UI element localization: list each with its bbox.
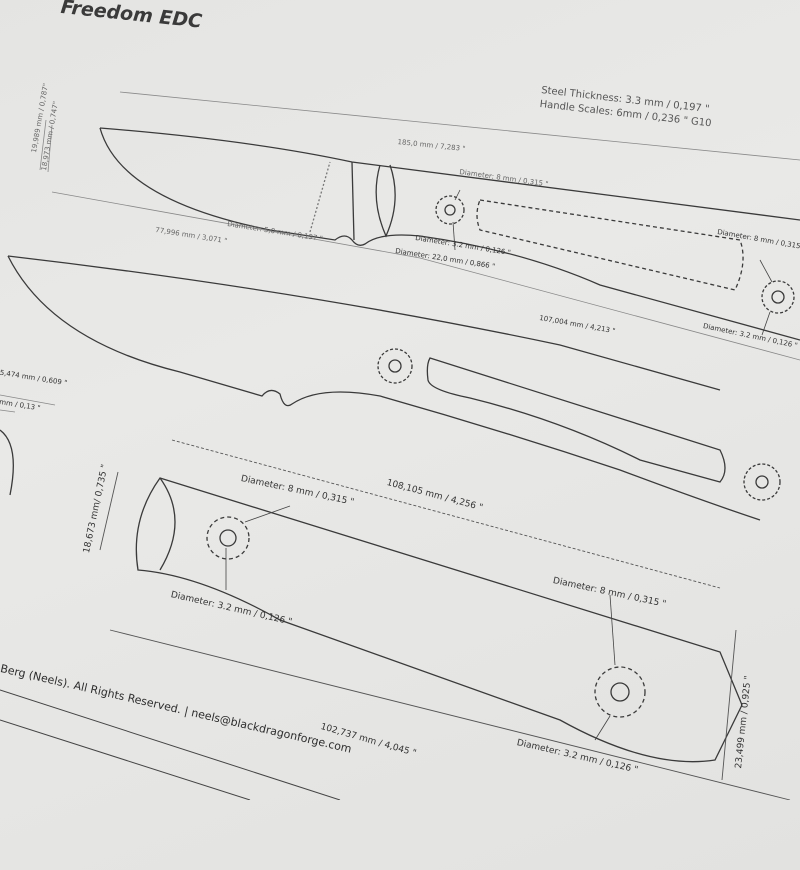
drawing2-blade-outline: [7, 255, 721, 391]
drawing3-handle-outline: [135, 477, 743, 763]
footer-separator: |: [183, 704, 190, 718]
knife-template-drawing: [0, 91, 800, 800]
drawing1-blade-outline: [99, 127, 800, 221]
